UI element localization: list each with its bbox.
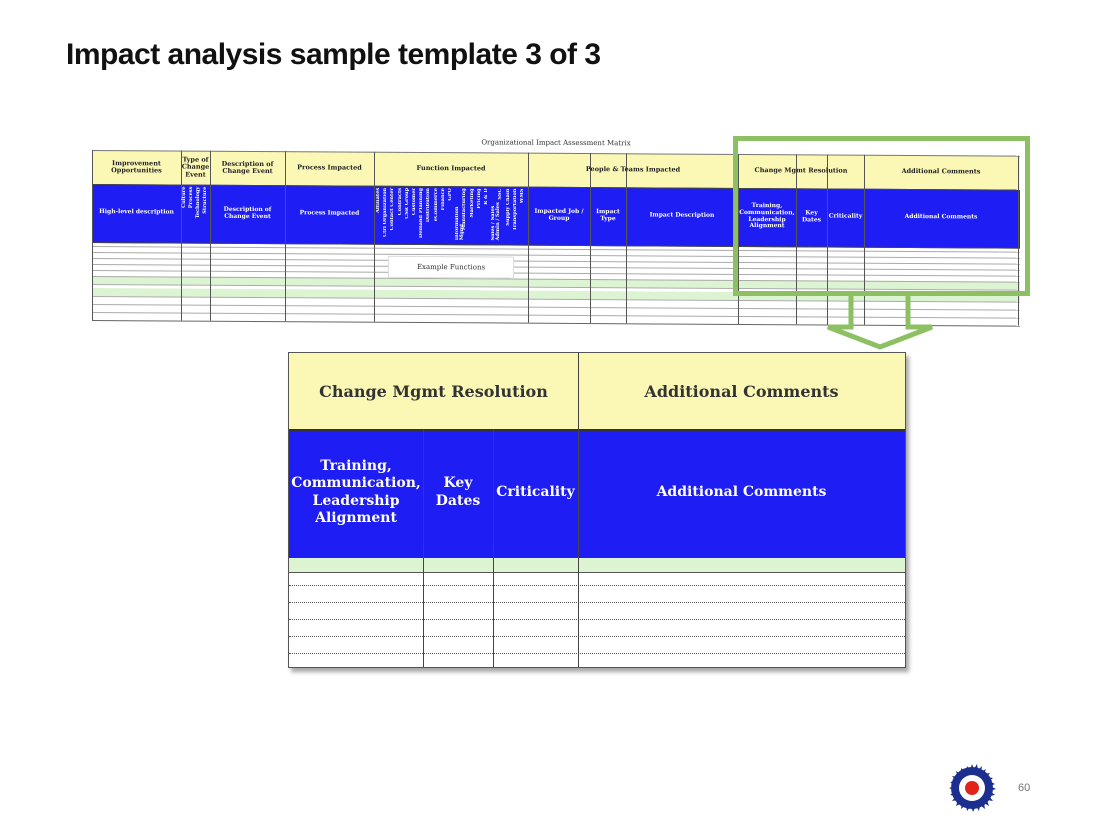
training-line: Training, [320, 457, 392, 474]
zoom-col-line [578, 353, 579, 667]
training-line: Communication, [291, 475, 421, 491]
zoom-col-line [493, 429, 494, 667]
zoom-table-row [289, 602, 905, 603]
training-line: Leadership [312, 492, 400, 509]
zoom-group-header-row [289, 353, 905, 429]
zoom-col-line [423, 429, 424, 667]
zoom-table-row [289, 636, 905, 637]
zoom-header-additional-comments: Additional Comments [644, 381, 839, 401]
highlight-frame [733, 136, 1030, 296]
zoom-sub-header-comments: Additional Comments [656, 483, 827, 500]
training-line: Alignment [315, 510, 397, 526]
zoom-green-row [289, 558, 905, 573]
slide-title: Impact analysis sample template 3 of 3 [66, 38, 601, 71]
zoom-table-row [289, 653, 905, 654]
page-number: 60 [1018, 782, 1031, 794]
roundel-logo-icon [949, 764, 996, 812]
zoom-sub-header-training: Training, Communication, Leadership Alig… [289, 429, 423, 556]
zoom-header-change-mgmt: Change Mgmt Resolution [319, 381, 548, 401]
key-dates-line: Dates [435, 492, 481, 509]
zoom-sub-header-row [289, 429, 905, 560]
zoom-table-row [289, 585, 905, 586]
zoomed-table: Change Mgmt Resolution Additional Commen… [288, 352, 906, 668]
key-dates-line: Key [443, 475, 473, 491]
zoom-sub-header-key-dates: Key Dates [423, 429, 493, 556]
zoom-table-row [289, 619, 905, 620]
zoom-sub-header-criticality: Criticality [496, 483, 575, 500]
